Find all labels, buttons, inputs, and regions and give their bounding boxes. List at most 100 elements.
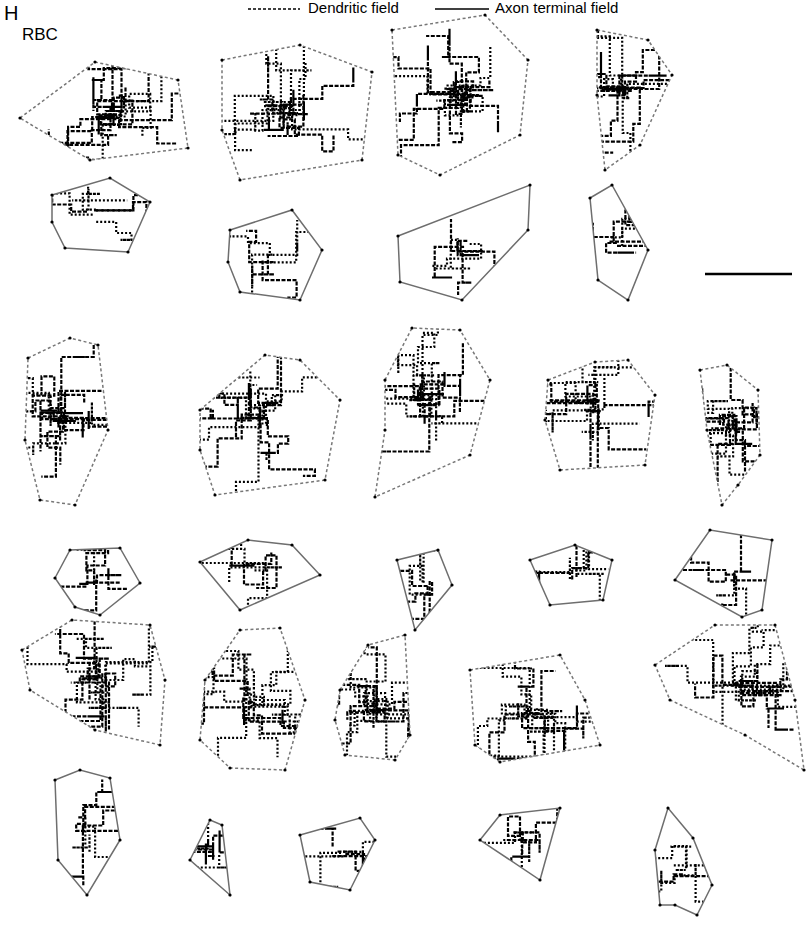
trace-tip — [208, 818, 211, 821]
trace-tip — [705, 428, 708, 431]
trace-tip — [50, 193, 53, 196]
trace-tip — [338, 688, 341, 691]
trace-tip — [213, 493, 216, 496]
trace-tip — [228, 893, 231, 896]
trace-tip — [226, 260, 229, 263]
trace-tip — [538, 878, 541, 881]
trace-tip — [528, 558, 531, 561]
trace-tip — [558, 806, 561, 809]
trace-tip — [198, 408, 201, 411]
trace-tip — [558, 653, 561, 656]
trace-tip — [646, 38, 649, 41]
trace-tip — [263, 353, 266, 356]
trace-tip — [53, 576, 56, 579]
trace-tip — [20, 648, 23, 651]
trace-tip — [26, 356, 29, 359]
trace-tip — [390, 28, 393, 31]
legend-text: Dendritic field — [308, 0, 399, 17]
neuron-trace — [219, 45, 379, 151]
trace-tip — [598, 743, 601, 746]
dendritic-field — [25, 338, 108, 505]
trace-tip — [50, 220, 53, 223]
trace-tip — [238, 628, 241, 631]
neuron-trace — [153, 333, 354, 506]
trace-tip — [78, 768, 81, 771]
trace-tip — [793, 698, 796, 701]
dendritic-field — [655, 625, 804, 770]
trace-tip — [203, 678, 206, 681]
trace-tip — [658, 903, 661, 906]
trace-tip — [760, 608, 763, 611]
trace-tip — [96, 343, 99, 346]
trace-tip — [238, 608, 241, 611]
axon-terminal-field — [55, 548, 140, 615]
trace-tip — [383, 378, 386, 381]
dendritic-field — [597, 30, 672, 170]
trace-tip — [653, 663, 656, 666]
trace-tip — [68, 548, 71, 551]
trace-tip — [188, 858, 191, 861]
scale-bar — [705, 273, 792, 276]
trace-tip — [228, 228, 231, 231]
trace-tip — [498, 813, 501, 816]
trace-tip — [713, 623, 716, 626]
trace-tip — [126, 250, 129, 253]
trace-tip — [626, 298, 629, 301]
axon-terminal-field — [530, 545, 612, 605]
neuron-trace — [52, 179, 178, 240]
trace-tip — [138, 581, 141, 584]
trace-tip — [106, 428, 109, 431]
trace-tip — [743, 733, 746, 736]
neuron-trace — [268, 789, 411, 894]
trace-tip — [333, 718, 336, 721]
trace-tip — [396, 234, 399, 237]
trace-tip — [413, 628, 416, 631]
dendritic-field — [545, 360, 655, 470]
neuron-trace — [665, 598, 808, 745]
trace-tip — [396, 153, 399, 156]
trace-tip — [360, 158, 363, 161]
trace-tip — [108, 776, 111, 779]
dendritic-field — [470, 655, 600, 762]
trace-tip — [93, 728, 96, 731]
axon-terminal-field — [398, 185, 530, 300]
neuron-trace — [174, 819, 262, 900]
trace-tip — [395, 558, 398, 561]
trace-tip — [695, 913, 698, 916]
neuron-trace — [337, 317, 498, 452]
trace-tip — [176, 78, 179, 81]
trace-tip — [198, 738, 201, 741]
axon-terminal-field — [55, 770, 120, 895]
trace-tip — [408, 733, 411, 736]
trace-tip — [646, 248, 649, 251]
trace-tip — [85, 893, 88, 896]
trace-tip — [303, 698, 306, 701]
trace-tip — [725, 363, 728, 366]
trace-tip — [373, 838, 376, 841]
dendritic-field — [20, 62, 188, 160]
neuron-trace — [158, 644, 332, 757]
trace-tip — [668, 698, 671, 701]
trace-tip — [23, 438, 26, 441]
trace-tip — [53, 778, 56, 781]
trace-tip — [543, 418, 546, 421]
legend-dashed-sample — [248, 8, 300, 10]
trace-tip — [666, 806, 669, 809]
trace-tip — [290, 543, 293, 546]
trace-tip — [118, 546, 121, 549]
neuron-trace — [546, 8, 700, 176]
trace-tip — [323, 478, 326, 481]
dendritic-field — [700, 365, 760, 505]
trace-tip — [298, 358, 301, 361]
trace-tip — [308, 880, 311, 883]
trace-tip — [338, 398, 341, 401]
trace-tip — [348, 888, 351, 891]
trace-tip — [473, 743, 476, 746]
trace-tip — [588, 196, 591, 199]
dendritic-field — [22, 620, 165, 745]
trace-tip — [370, 70, 373, 73]
dendritic-field — [222, 45, 372, 180]
trace-tip — [98, 613, 101, 616]
trace-tip — [246, 538, 249, 541]
